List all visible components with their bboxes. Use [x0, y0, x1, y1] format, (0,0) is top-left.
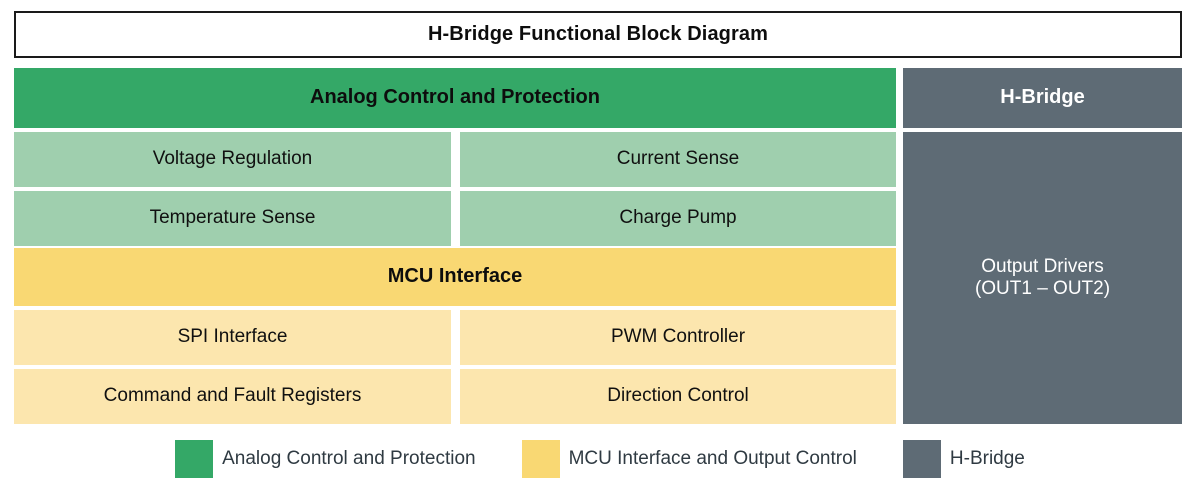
diagram-title-bar: H-Bridge Functional Block Diagram [14, 11, 1182, 58]
block-label: PWM Controller [610, 326, 746, 348]
legend-item-analog: Analog Control and Protection [175, 440, 476, 478]
analog-control-header-block[interactable]: Analog Control and Protection [14, 68, 896, 128]
block-label: Charge Pump [619, 207, 737, 229]
legend-swatch-icon [521, 440, 560, 478]
block-voltage-regulation[interactable]: Voltage Regulation [14, 132, 451, 187]
legend-item-mcu: MCU Interface and Output Control [521, 440, 857, 478]
block-label: SPI Interface [177, 326, 288, 348]
hbridge-header-block[interactable]: H-Bridge [903, 68, 1182, 128]
hbridge-header-label: H-Bridge [1000, 86, 1085, 109]
legend-label: MCU Interface and Output Control [568, 448, 857, 469]
block-label: Current Sense [616, 148, 740, 170]
analog-control-header-label: Analog Control and Protection [310, 86, 600, 109]
legend-swatch-icon [902, 440, 941, 478]
page-title: H-Bridge Functional Block Diagram [427, 23, 768, 45]
legend-label: Analog Control and Protection [222, 448, 476, 469]
block-current-sense[interactable]: Current Sense [460, 132, 896, 187]
mcu-interface-header-label: MCU Interface [387, 265, 523, 288]
block-direction-control[interactable]: Direction Control [460, 369, 896, 424]
block-label: Temperature Sense [149, 207, 316, 229]
diagram-body: Analog Control and Protection Voltage Re… [0, 68, 1200, 424]
block-label: Command and Fault Registers [103, 385, 362, 407]
block-spi-interface[interactable]: SPI Interface [14, 310, 451, 365]
left-column: Analog Control and Protection Voltage Re… [14, 68, 896, 424]
legend: Analog Control and Protection MCU Interf… [0, 436, 1200, 482]
block-label: Voltage Regulation [152, 148, 313, 170]
output-drivers-label: Output Drivers [981, 255, 1104, 277]
block-label: Direction Control [607, 385, 749, 407]
mcu-interface-header-block[interactable]: MCU Interface [14, 248, 896, 306]
legend-label: H-Bridge [949, 448, 1025, 469]
right-column: H-Bridge Output Drivers (OUT1 – OUT2) [903, 68, 1182, 424]
legend-swatch-icon [175, 440, 214, 478]
legend-item-hbridge: H-Bridge [902, 440, 1025, 478]
block-output-drivers[interactable]: Output Drivers (OUT1 – OUT2) [903, 132, 1182, 424]
block-pwm-controller[interactable]: PWM Controller [460, 310, 896, 365]
block-charge-pump[interactable]: Charge Pump [460, 191, 896, 246]
block-temperature-sense[interactable]: Temperature Sense [14, 191, 451, 246]
output-drivers-pins-label: (OUT1 – OUT2) [974, 278, 1111, 299]
block-command-and-fault-registers[interactable]: Command and Fault Registers [14, 369, 451, 424]
